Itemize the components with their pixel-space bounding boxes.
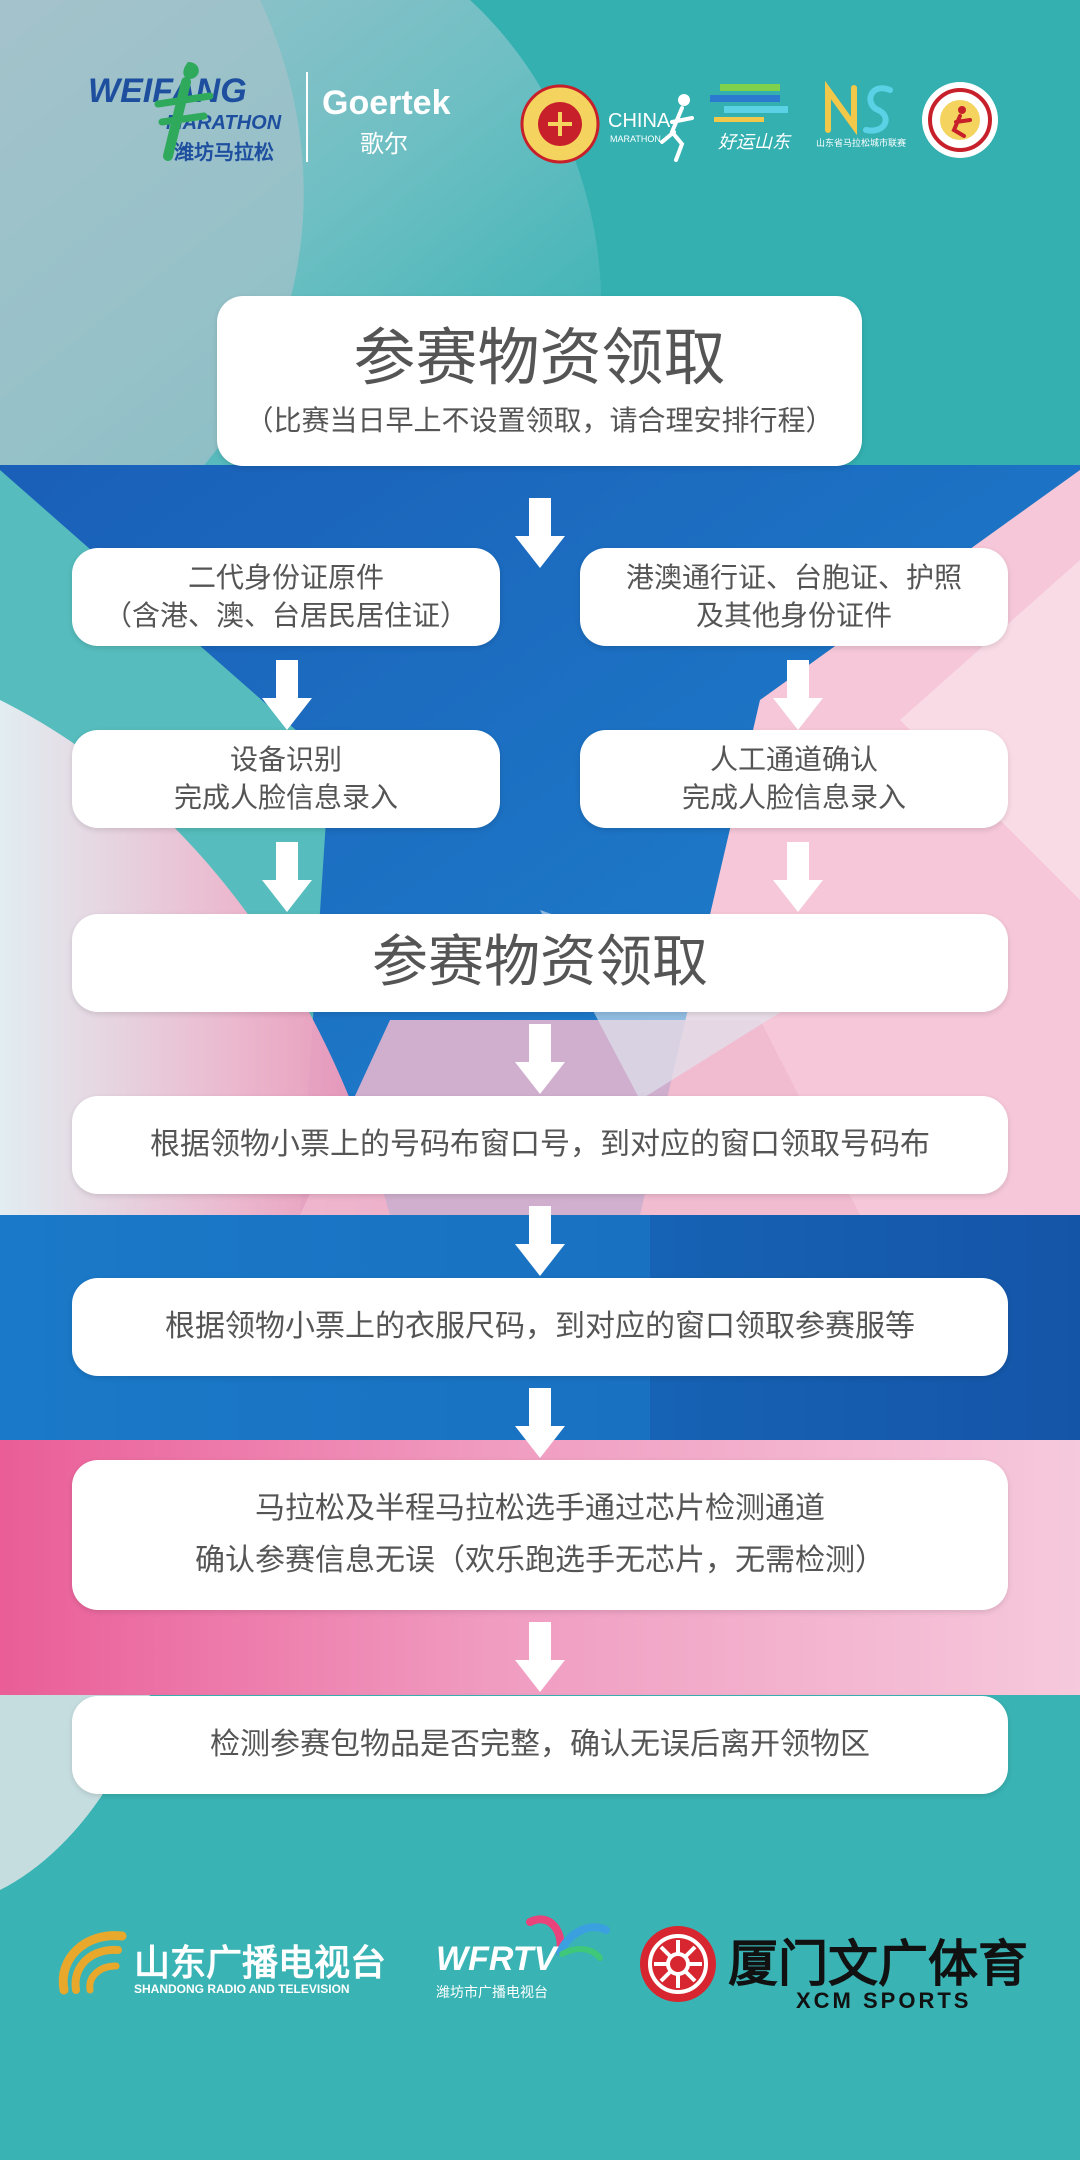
manual-verify-box: 人工通道确认 完成人脸信息录入: [580, 730, 1008, 828]
athletics-association-emblem: [520, 84, 600, 164]
final-check-text: 检测参赛包物品是否完整，确认无误后离开领物区: [210, 1727, 870, 1762]
runner-icon: [154, 62, 214, 161]
wfrtv-name-en: WFRTV: [436, 1940, 557, 1978]
id-card-line1: 二代身份证原件: [187, 561, 384, 594]
device-verify-box: 设备识别 完成人脸信息录入: [72, 730, 500, 828]
wfrtv-name-cn: 潍坊市广播电视台: [436, 1985, 548, 2001]
shirt-step-text: 根据领物小票上的衣服尺码，到对应的窗口领取参赛服等: [165, 1309, 915, 1344]
arrow-down-icon: [262, 842, 312, 912]
weifang-marathon-logo: WEIFANG MARATHON 潍坊马拉松: [88, 62, 298, 172]
shandong-athletics-emblem: [922, 82, 998, 158]
goertek-logo-en: Goertek: [322, 84, 451, 122]
arrow-down-icon: [515, 1206, 565, 1276]
arrow-down-icon: [262, 660, 312, 730]
header-logos: WEIFANG MARATHON 潍坊马拉松 Goertek 歌尔 CHINA …: [0, 0, 1080, 200]
xcm-name-cn: 厦门文广体育: [728, 1935, 1028, 1993]
footer-logos: 山东广播电视台 SHANDONG RADIO AND TELEVISION WF…: [0, 1900, 1080, 2040]
weifang-logo-cn: 潍坊马拉松: [174, 140, 274, 164]
arrow-down-icon: [515, 1622, 565, 1692]
arrow-down-icon: [773, 842, 823, 912]
haoyun-shandong-logo: 好运山东: [710, 82, 800, 162]
id-card-box-left: 二代身份证原件 （含港、澳、台居民居住证）: [72, 548, 500, 646]
chip-check-line2: 确认参赛信息无误（欢乐跑选手无芯片，无需检测）: [195, 1543, 885, 1578]
header-divider: [306, 72, 308, 162]
title-card: 参赛物资领取 （比赛当日早上不设置领取，请合理安排行程）: [217, 296, 862, 466]
wfrtv-emblem-icon: [526, 1915, 610, 1961]
china-marathon-text: CHINA: [608, 110, 671, 132]
league-text: 山东省马拉松城市联赛: [816, 139, 907, 149]
goertek-logo-cn: 歌尔: [360, 130, 408, 158]
shandong-league-logo: 山东省马拉松城市联赛: [812, 80, 906, 170]
chip-check-box: 马拉松及半程马拉松选手通过芯片检测通道 确认参赛信息无误（欢乐跑选手无芯片，无需…: [72, 1460, 1008, 1610]
collect-supplies-title: 参赛物资领取: [372, 930, 708, 995]
id-card-box-right: 港澳通行证、台胞证、护照 及其他身份证件: [580, 548, 1008, 646]
shirt-step-box: 根据领物小票上的衣服尺码，到对应的窗口领取参赛服等: [72, 1278, 1008, 1376]
page-title: 参赛物资领取: [353, 321, 726, 394]
id-card-line2: （含港、澳、台居民居住证）: [103, 599, 468, 632]
manual-verify-line2: 完成人脸信息录入: [681, 781, 906, 814]
collect-supplies-box: 参赛物资领取: [72, 914, 1008, 1012]
arrow-down-icon: [515, 1024, 565, 1094]
china-marathon-logo: CHINA MARATHON: [608, 92, 696, 162]
page-subtitle: （比赛当日早上不设置领取，请合理安排行程）: [245, 404, 834, 437]
final-check-box: 检测参赛包物品是否完整，确认无误后离开领物区: [72, 1696, 1008, 1794]
sdtv-emblem-icon: [58, 1931, 127, 1995]
arrow-down-icon: [773, 660, 823, 730]
runner-silhouette-icon: [660, 94, 694, 162]
bib-step-text: 根据领物小票上的号码布窗口号，到对应的窗口领取号码布: [150, 1127, 930, 1162]
xcm-name-en: XCM SPORTS: [796, 1988, 972, 2013]
china-marathon-sub: MARATHON: [610, 134, 661, 144]
device-verify-line2: 完成人脸信息录入: [173, 781, 398, 814]
sdtv-name-en: SHANDONG RADIO AND TELEVISION: [134, 1982, 350, 1996]
haoyun-stripes-icon: [710, 84, 788, 122]
arrow-down-icon: [515, 1388, 565, 1458]
haoyun-text: 好运山东: [718, 132, 790, 153]
sdtv-name-cn: 山东广播电视台: [134, 1943, 387, 1984]
device-verify-line1: 设备识别: [229, 743, 342, 776]
manual-verify-line1: 人工通道确认: [709, 743, 878, 776]
xcm-emblem-icon: [640, 1926, 716, 2002]
chip-check-line1: 马拉松及半程马拉松选手通过芯片检测通道: [255, 1491, 825, 1526]
arrow-down-icon: [515, 498, 565, 568]
league-ns-icon: [825, 80, 893, 136]
bib-step-box: 根据领物小票上的号码布窗口号，到对应的窗口领取号码布: [72, 1096, 1008, 1194]
other-id-line2: 及其他身份证件: [695, 599, 892, 632]
other-id-line1: 港澳通行证、台胞证、护照: [625, 561, 962, 594]
